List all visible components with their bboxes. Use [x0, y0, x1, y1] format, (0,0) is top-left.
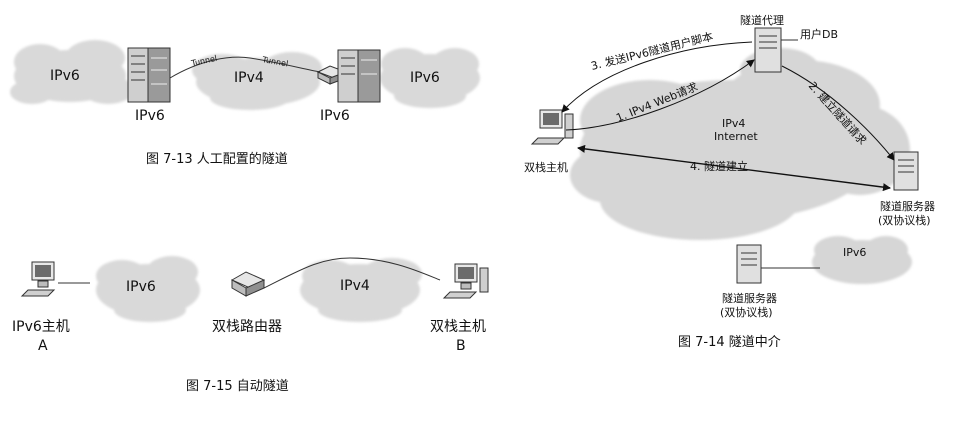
fig14-step3-label: 3. 发送IPv6隧道用户脚本 — [589, 29, 714, 73]
fig13-tunnel-line — [169, 56, 321, 79]
fig-7-13: IPv6 IPv4 IPv6 IPv6 — [10, 40, 480, 167]
fig14-arrow-step1 — [565, 59, 755, 131]
fig14-user-db-label: 用户DB — [800, 27, 838, 41]
fig14-tunnel-broker-label: 隧道代理 — [740, 13, 784, 27]
fig14-tunnel-server-right-label-1: 隧道服务器 — [880, 199, 935, 213]
fig14-tunnel-server-bottom-label-1: 隧道服务器 — [722, 291, 777, 305]
fig14-tunnel-server-right-icon — [893, 151, 919, 191]
cloud-ipv6-right — [380, 48, 480, 108]
fig14-cloud-ipv6 — [812, 236, 912, 284]
fig13-right-router-icon — [316, 49, 381, 103]
fig14-tunnel-server-bottom-label-2: (双协议栈) — [720, 305, 773, 319]
fig14-internet-label-2: Internet — [714, 130, 758, 143]
fig-7-15: IPv6主机 A IPv6 双栈路由器 IPv4 — [12, 256, 489, 394]
fig15-host-a-label: IPv6主机 — [12, 319, 70, 335]
fig15-caption: 图 7-15 自动隧道 — [186, 378, 289, 394]
fig15-ipv6-cloud-label: IPv6 — [126, 279, 156, 295]
fig13-middle-cloud-label: IPv4 — [234, 70, 264, 86]
fig14-tunnel-broker-server-icon — [754, 27, 798, 73]
fig13-left-router-icon — [127, 47, 171, 103]
fig15-host-a-letter: A — [38, 338, 48, 354]
fig14-caption: 图 7-14 隧道中介 — [678, 334, 781, 350]
fig15-host-b-label: 双栈主机 — [430, 319, 486, 335]
fig14-arrow-step3 — [561, 41, 753, 113]
fig15-router-label: 双栈路由器 — [212, 319, 282, 335]
cloud-ipv4-middle — [192, 52, 322, 110]
fig15-cloud-ipv4 — [300, 258, 422, 322]
fig-7-14: IPv4 Internet IPv6 隧道代理 用户DB 双栈主机 — [524, 13, 935, 350]
fig15-host-a-computer-icon — [20, 261, 56, 297]
fig15-host-b-letter: B — [456, 338, 466, 354]
fig15-router-icon — [230, 271, 266, 297]
fig15-host-b-computer-icon — [442, 263, 489, 299]
fig13-left-router-label: IPv6 — [135, 108, 165, 124]
fig13-right-router-label: IPv6 — [320, 108, 350, 124]
fig15-ipv4-cloud-label: IPv4 — [340, 278, 370, 294]
fig13-left-cloud-label: IPv6 — [50, 68, 80, 84]
fig14-step4-label: 4. 隧道建立 — [690, 159, 748, 173]
fig13-caption: 图 7-13 人工配置的隧道 — [146, 151, 288, 167]
fig15-cloud-ipv6 — [96, 256, 200, 322]
fig14-dual-host-label: 双栈主机 — [524, 160, 568, 174]
fig13-right-cloud-label: IPv6 — [410, 70, 440, 86]
fig14-ipv6-cloud-label: IPv6 — [843, 246, 866, 259]
fig14-dual-host-computer-icon — [530, 109, 574, 145]
fig14-tunnel-server-right-label-2: (双协议栈) — [878, 213, 931, 227]
fig14-tunnel-server-bottom-icon — [736, 244, 762, 284]
cloud-ipv6-left — [10, 40, 134, 104]
fig14-arrow-step4 — [577, 144, 891, 192]
fig15-tunnel-line — [263, 257, 441, 289]
fig14-internet-label-1: IPv4 — [722, 117, 745, 130]
